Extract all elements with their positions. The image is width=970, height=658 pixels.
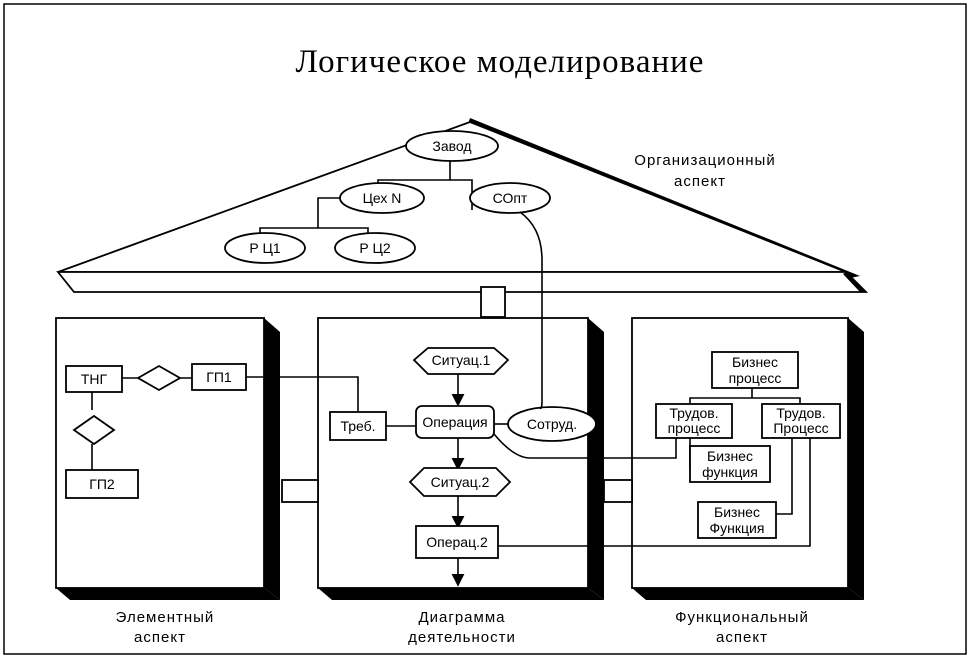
node-business-process: [711, 351, 799, 389]
relation-diamond-2: [72, 414, 116, 446]
node-business-function-2: [697, 501, 777, 539]
center-caption-line1: Диаграмма: [418, 609, 505, 626]
node-tp2-line2: Процесс: [773, 420, 828, 436]
node-tsekh: [339, 182, 425, 214]
node-bf1-line1: Бизнес: [707, 448, 753, 464]
node-gp1: [191, 363, 247, 391]
roof-caption-line2: аспект: [674, 173, 726, 190]
node-oper2: [415, 525, 499, 559]
node-sit1-label: Ситуац.1: [432, 352, 491, 368]
right-caption-line2: аспект: [716, 629, 768, 646]
node-tp1-line1: Трудов.: [669, 405, 718, 421]
node-rts1-label: Р Ц1: [249, 240, 281, 256]
node-tng: [65, 365, 123, 393]
tng-link: [91, 377, 192, 470]
node-sit1: [412, 347, 510, 375]
page-frame: [3, 3, 967, 655]
node-sotr: [507, 406, 597, 442]
node-tsekh-label: Цех N: [363, 190, 402, 206]
sopt-to-sotr-link: [519, 211, 543, 410]
gp1-to-treb-link: [246, 376, 359, 412]
center-caption-line2: деятельности: [408, 629, 516, 646]
node-gp2: [65, 469, 139, 499]
page-title: Логическое моделирование: [296, 44, 705, 80]
left-caption-line1: Элементный: [116, 609, 215, 626]
node-treb: [329, 411, 387, 441]
block-left: [55, 317, 280, 600]
node-gp2-label: ГП2: [89, 476, 115, 492]
tp2-to-bf2-link: [776, 438, 793, 515]
roof-pillar: [480, 286, 506, 318]
node-sit2-label: Ситуац.2: [431, 474, 490, 490]
node-treb-label: Треб.: [340, 418, 375, 434]
left-caption-line2: аспект: [134, 629, 186, 646]
node-oper1: [415, 405, 495, 439]
node-tp2-line1: Трудов.: [776, 405, 825, 421]
roof-caption-line1: Организационный: [634, 152, 775, 169]
node-bp-line2: процесс: [729, 370, 782, 386]
node-sopt: [469, 182, 551, 214]
node-labor-process-1: [655, 403, 733, 439]
node-sopt-label: СОпт: [493, 190, 528, 206]
node-sit2: [408, 467, 512, 497]
node-tng-label: ТНГ: [81, 371, 108, 387]
node-bf1-line2: функция: [702, 464, 758, 480]
center-right-connector: [603, 479, 633, 503]
right-caption-line1: Функциональный: [675, 609, 809, 626]
node-rts1: [224, 232, 306, 264]
relation-diamond-1: [136, 364, 182, 392]
node-oper2-label: Операц.2: [426, 534, 488, 550]
node-zavod: [405, 130, 499, 162]
node-business-function-1: [689, 445, 771, 483]
node-bf2-line1: Бизнес: [714, 504, 760, 520]
left-center-connector: [281, 479, 319, 503]
node-sotr-label: Сотруд.: [527, 416, 577, 432]
node-labor-process-2: [761, 403, 841, 439]
node-rts2-label: Р Ц2: [359, 240, 391, 256]
oper1-to-tp1-link: [493, 433, 677, 459]
bp-tree-link: [689, 388, 801, 404]
node-zavod-label: Завод: [432, 138, 471, 154]
node-oper1-label: Операция: [422, 414, 487, 430]
node-rts2: [334, 232, 416, 264]
tsekh-to-rc-link: [259, 197, 369, 236]
node-bf2-line2: Функция: [710, 520, 765, 536]
node-tp1-line2: процесс: [668, 420, 721, 436]
node-bp-line1: Бизнес: [732, 354, 778, 370]
oper2-to-tp2-link: [498, 438, 811, 547]
node-gp1-label: ГП1: [206, 369, 232, 385]
block-right: [631, 317, 864, 600]
